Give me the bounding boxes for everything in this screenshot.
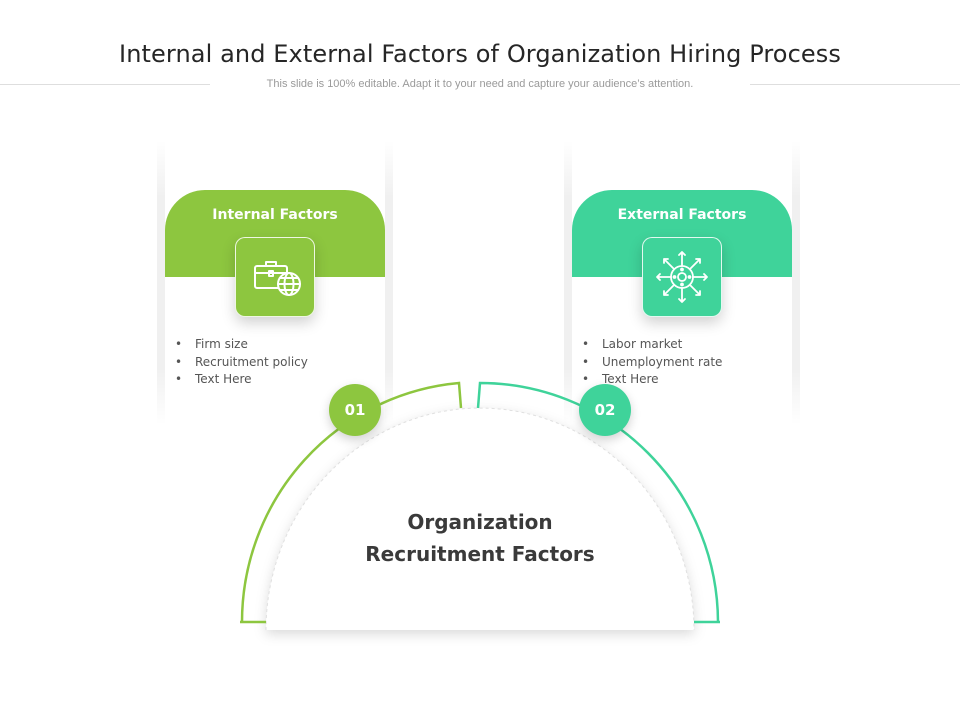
step-02-badge: 02 [579, 384, 631, 436]
list-item: Text Here [582, 371, 722, 389]
step-01-badge: 01 [329, 384, 381, 436]
card-shadow-right [385, 140, 393, 425]
list-item: Firm size [175, 336, 308, 354]
external-factors-title: External Factors [617, 207, 747, 223]
internal-arc [240, 381, 463, 623]
card-shadow-left [157, 140, 165, 425]
internal-factors-card: Internal Factors Firm size Recruitment p… [157, 140, 393, 425]
external-factors-list: Labor market Unemployment rate Text Here [582, 336, 722, 389]
title-divider-right [750, 84, 960, 85]
briefcase-globe-icon [235, 237, 315, 317]
list-item: Labor market [582, 336, 722, 354]
center-label-line1: Organization [407, 510, 553, 534]
center-label-line2: Recruitment Factors [365, 542, 595, 566]
slide-title: Internal and External Factors of Organiz… [119, 40, 841, 68]
virus-arrows-icon [642, 237, 722, 317]
card-shadow-left [564, 140, 572, 425]
list-item: Text Here [175, 371, 308, 389]
slide-subtitle: This slide is 100% editable. Adapt it to… [266, 78, 694, 90]
list-item: Recruitment policy [175, 354, 308, 372]
list-item: Unemployment rate [582, 354, 722, 372]
center-semicircle [266, 408, 694, 630]
external-arc [476, 381, 720, 623]
internal-factors-list: Firm size Recruitment policy Text Here [175, 336, 308, 389]
external-factors-card: External Factors Labor market Une [564, 140, 800, 425]
card-shadow-right [792, 140, 800, 425]
internal-factors-title: Internal Factors [212, 207, 338, 223]
center-label: Organization Recruitment Factors [330, 506, 630, 570]
center-semicircle-dashed-outline [265, 407, 695, 631]
title-divider-left [0, 84, 210, 85]
